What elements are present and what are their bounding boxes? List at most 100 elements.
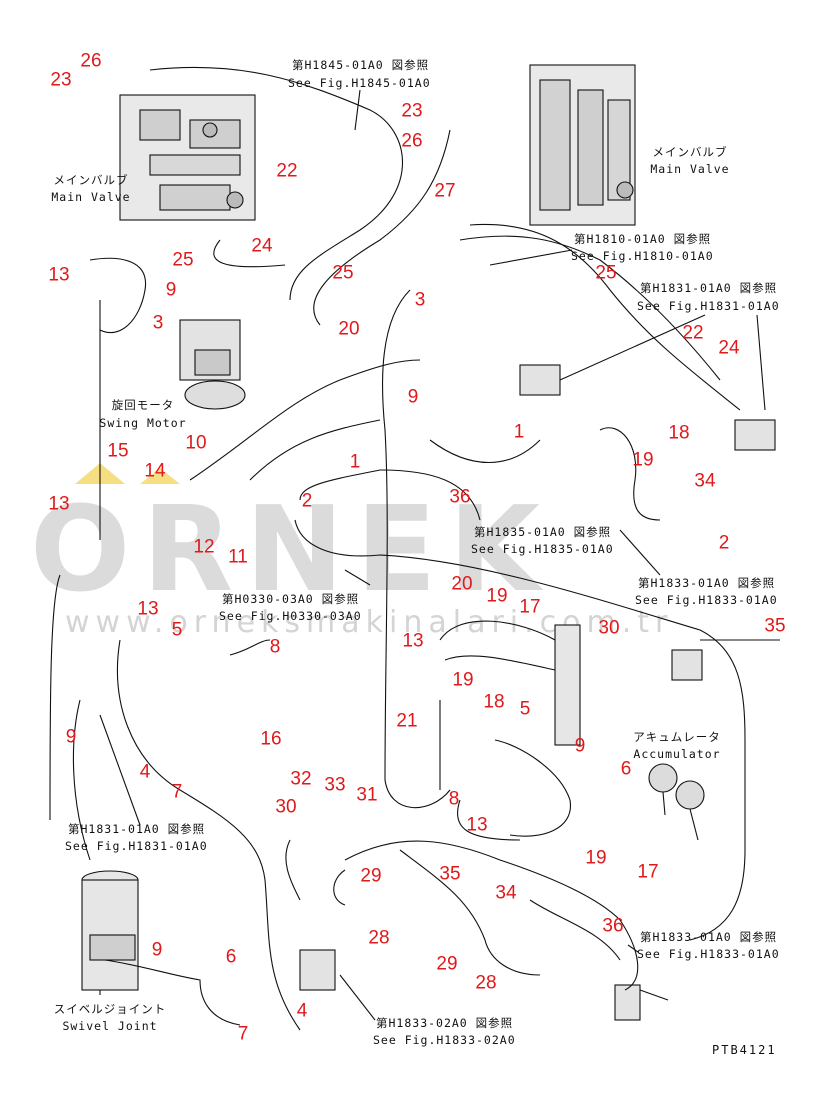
hose [249,419,381,481]
callout-number: 2 [718,532,730,554]
callout-number: 19 [486,585,508,607]
accumulator-label-en: Accumulator [633,747,721,761]
figure-reference-en: See Fig.H1831-01A0 [637,299,780,313]
callout-number: 30 [598,617,620,639]
callout-number: 13 [137,598,159,620]
callout-number: 28 [475,972,497,994]
callout-number: 24 [251,235,273,257]
callout-number: 19 [585,847,607,869]
callout-number: 9 [165,279,177,301]
callout-number: 29 [360,865,382,887]
hose [104,959,241,1026]
leader-line [639,989,669,1001]
figure-reference-jp: 第H1845-01A0 図参照 [292,58,430,72]
swivel-joint-label-jp: スイベルジョイント [53,1002,167,1016]
callout-number: 12 [193,536,215,558]
block-valve [671,649,703,681]
callout-number: 15 [107,440,129,462]
callout-number: 9 [65,726,77,748]
callout-number: 13 [466,814,488,836]
callout-number: 23 [50,69,72,91]
callout-number: 18 [668,422,690,444]
figure-reference-jp: 第H1835-01A0 図参照 [474,525,612,539]
hose [49,574,61,821]
figure-reference-en: See Fig.H1810-01A0 [571,249,714,263]
figure-reference-en: See Fig.H0330-03A0 [219,609,362,623]
callout-number: 8 [269,636,281,658]
callout-number: 5 [519,698,531,720]
callout-number: 33 [324,774,346,796]
figure-reference-en: See Fig.H1845-01A0 [288,76,431,90]
hose [89,257,147,334]
callout-number: 26 [80,50,102,72]
figure-reference-jp: 第H1831-01A0 図参照 [640,281,778,295]
figure-code: PTB4121 [712,1043,777,1057]
figure-reference-jp: 第H1833-02A0 図参照 [376,1016,514,1030]
hose [344,840,639,991]
callout-number: 6 [620,758,632,780]
accumulator-drawing [648,763,705,841]
callout-number: 18 [483,691,505,713]
leader-line [339,974,376,1021]
callout-number: 8 [448,788,460,810]
hose [213,239,286,268]
callout-number: 25 [595,262,617,284]
callout-number: 4 [296,1000,308,1022]
callout-number: 20 [338,318,360,340]
callout-number: 30 [275,796,297,818]
callout-number: 3 [152,312,164,334]
hose [149,66,404,301]
swing-motor-drawing [179,319,246,410]
leader-line [559,314,706,381]
callout-number: 11 [228,546,248,568]
figure-reference-jp: 第H0330-03A0 図参照 [222,592,360,606]
figure-reference-en: See Fig.H1835-01A0 [471,542,614,556]
watermark-accent [140,468,180,484]
callout-number: 9 [574,735,586,757]
callout-number: 5 [171,619,183,641]
callout-number: 1 [513,421,525,443]
callout-number: 24 [718,337,740,359]
hose [229,639,271,656]
callout-number: 27 [434,180,456,202]
hose [689,740,746,941]
block-valve [734,419,776,451]
callout-number: 2 [301,490,313,512]
hose [285,839,301,901]
callout-number: 6 [225,946,237,968]
figure-reference-jp: 第H1833-01A0 図参照 [638,576,776,590]
main-valve-right-label-jp: メインバルブ [652,145,728,159]
leader-line [627,944,639,953]
leader-line [344,569,371,586]
hose [189,359,421,481]
callout-number: 23 [401,100,423,122]
hose [529,899,621,961]
accumulator-label-jp: アキュムレータ [633,730,721,744]
hose [599,427,661,521]
block-valve [519,364,561,396]
callout-number: 14 [144,460,166,482]
callout-number: 9 [407,386,419,408]
callout-number: 19 [632,449,654,471]
callout-number: 4 [139,761,151,783]
leader-line [354,89,361,131]
swivel-joint-label-en: Swivel Joint [62,1019,158,1033]
callout-number: 26 [401,130,423,152]
callout-number: 3 [414,289,426,311]
hose [444,655,556,671]
hose [469,223,741,411]
leader-line [756,314,766,411]
callout-number: 32 [290,768,312,790]
callout-number: 19 [452,669,474,691]
main-valve-right-label-en: Main Valve [650,162,730,176]
callout-number: 34 [495,882,517,904]
block-valve [299,949,336,991]
hose [294,519,746,741]
watermark-brand: ORNEK [30,480,552,618]
callout-number: 7 [171,781,183,803]
callout-number: 13 [402,630,424,652]
block-valve [614,984,641,1021]
callout-number: 22 [276,160,298,182]
hose [439,620,556,641]
